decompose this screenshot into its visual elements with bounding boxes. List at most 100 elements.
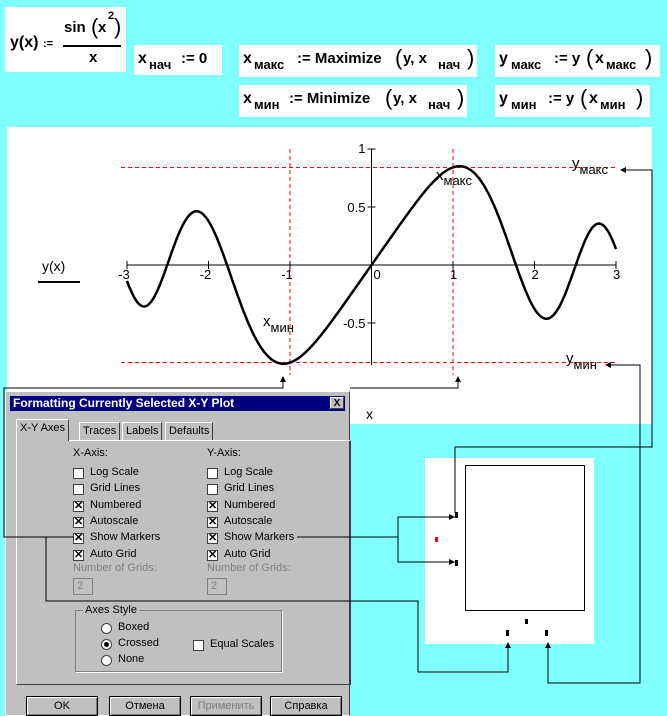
x-axis-checkbox-2[interactable]: ✕: [73, 499, 84, 512]
x-axis-checkbox-1[interactable]: [73, 484, 84, 496]
apply-button[interactable]: Применить: [190, 696, 262, 716]
ymin-arg: x: [589, 90, 598, 107]
x-tick-label: 0: [374, 267, 381, 282]
x-axis-option-label: Grid Lines: [90, 482, 141, 495]
ymin-paren-open: (: [580, 85, 588, 110]
xmin-rhs: := Minimize: [289, 90, 371, 107]
y-grids-input[interactable]: 2: [207, 578, 227, 595]
x-axis-checkbox-5[interactable]: ✕: [73, 548, 84, 561]
equal-scales-label: Equal Scales: [210, 638, 275, 650]
x-axis-checkbox-0[interactable]: [73, 468, 84, 479]
tab-defaults[interactable]: Defaults: [165, 422, 214, 440]
tab-traces[interactable]: Traces: [79, 422, 121, 440]
mini-x-marker-left: [506, 630, 509, 636]
x-axis-label: x: [366, 406, 373, 422]
x-axis-option-label: Show Markers: [90, 531, 161, 544]
xmin-box[interactable]: x мин := Minimize ( y, x нач ): [239, 85, 467, 117]
dialog-title-bar: Formatting Currently Selected X-Y Plot X: [10, 396, 345, 411]
y-axis-option-label: Log Scale: [224, 466, 273, 478]
axes-style-radio[interactable]: [101, 639, 112, 650]
y-axis-option-label: Autoscale: [224, 514, 273, 527]
x-axis-checkbox-3[interactable]: ✕: [73, 515, 84, 528]
x-grids-input[interactable]: 2: [73, 578, 93, 595]
x-axis-option-label: Numbered: [90, 498, 142, 511]
ymax-paren-open: (: [586, 45, 594, 70]
numerator-power: 2: [108, 10, 115, 22]
axes-style-option-label: Crossed: [118, 637, 159, 649]
denominator-x: x: [89, 49, 98, 66]
xmax-box[interactable]: x макс := Maximize ( y, x нач ): [239, 45, 477, 77]
ymin-sub: мин: [511, 97, 537, 112]
y-definition-box[interactable]: y(x) := sin ( x 2 ) x: [5, 7, 126, 72]
ymin-var: y: [499, 90, 508, 107]
mini-x-marker-right: [545, 630, 548, 636]
tab-xy-axes[interactable]: X-Y Axes: [16, 419, 70, 441]
close-button[interactable]: X: [330, 397, 344, 409]
ymax-box[interactable]: y макс := y ( x макс ): [495, 45, 660, 77]
mini-red-marker: [435, 537, 438, 542]
xmax-annotation: xмакс: [436, 167, 473, 188]
x-axis-checkbox-4[interactable]: ✕: [73, 532, 84, 545]
y-axis-option-label: Grid Lines: [224, 482, 275, 495]
axes-style-radio[interactable]: [101, 623, 112, 634]
xmax-var: x: [243, 50, 252, 67]
dialog-title: Formatting Currently Selected X-Y Plot: [13, 396, 235, 410]
ymax-rhs: := y: [554, 50, 581, 67]
xmin-paren-open: (: [385, 85, 393, 110]
mini-y-marker-top: [455, 512, 458, 518]
y-axis-label: y(x): [42, 258, 66, 274]
xmax-sub: макс: [254, 57, 285, 72]
axes-style-option-label: Boxed: [118, 621, 150, 633]
xmin-sub: мин: [254, 97, 280, 112]
y-definition-lhs: y(x): [10, 34, 39, 51]
cancel-button[interactable]: Отмена: [109, 696, 181, 716]
xmin-args-sub: нач: [428, 97, 451, 112]
y-tick-label: 0.5: [347, 200, 365, 215]
x-tick-label: 2: [532, 267, 539, 282]
x-axis-option-label: Autoscale: [90, 514, 139, 527]
tab-labels[interactable]: Labels: [122, 422, 163, 440]
y-axis-checkbox-3[interactable]: ✕: [207, 515, 218, 528]
xmin-annotation: xмин: [263, 313, 294, 335]
axes-style-label: Axes Style: [83, 604, 139, 616]
ok-button[interactable]: OK: [26, 696, 98, 716]
xmax-paren-open: (: [395, 45, 403, 70]
numerator-sin: sin: [64, 19, 86, 36]
ymax-arg: x: [595, 50, 604, 67]
x-tick-label: 3: [613, 267, 620, 282]
ymin-box[interactable]: y мин := y ( x мин ): [495, 85, 650, 117]
x-axis-heading: X-Axis:: [73, 447, 108, 459]
y-axis-checkbox-4[interactable]: ✕: [207, 532, 218, 545]
y-axis-option-label: Show Markers: [224, 531, 295, 544]
xmax-args: y, x: [403, 50, 427, 67]
xmin-args: y, x: [393, 90, 417, 107]
ymax-annotation: yмакс: [572, 155, 609, 177]
ymin-paren-close: ): [636, 85, 644, 110]
y-axis-checkbox-2[interactable]: ✕: [207, 499, 218, 512]
y-axis-heading: Y-Axis:: [207, 447, 241, 459]
format-plot-dialog: Formatting Currently Selected X-Y Plot X…: [5, 391, 351, 716]
y-grids-label: Number of Grids:: [207, 562, 291, 574]
y-axis-checkbox-0[interactable]: [207, 468, 218, 479]
fraction-bar: [63, 45, 121, 47]
y-axis-checkbox-5[interactable]: ✕: [207, 548, 218, 561]
y-axis-checkbox-1[interactable]: [207, 484, 218, 496]
ymax-paren-close: ): [645, 45, 653, 70]
x-axis-option-label: Log Scale: [90, 466, 139, 478]
mini-x-marker-center: [525, 619, 528, 624]
mini-plot-preview: [425, 458, 594, 644]
axes-style-radio[interactable]: [101, 655, 112, 666]
y-axis-option-label: Auto Grid: [224, 547, 271, 560]
equal-scales-checkbox[interactable]: [193, 640, 204, 651]
y-axis-label-underline: [38, 281, 80, 283]
x-tick-label: -3: [118, 267, 130, 282]
assign-operator: :=: [43, 38, 54, 50]
x-tick-label: -1: [281, 267, 293, 282]
ymin-rhs: := y: [548, 90, 575, 107]
xstart-box[interactable]: x нач := 0: [134, 45, 222, 75]
xstart-sub: нач: [149, 57, 172, 72]
y-tick-label: 1: [358, 141, 365, 156]
x-tick-label: -2: [200, 267, 212, 282]
help-button[interactable]: Справка: [270, 696, 342, 716]
